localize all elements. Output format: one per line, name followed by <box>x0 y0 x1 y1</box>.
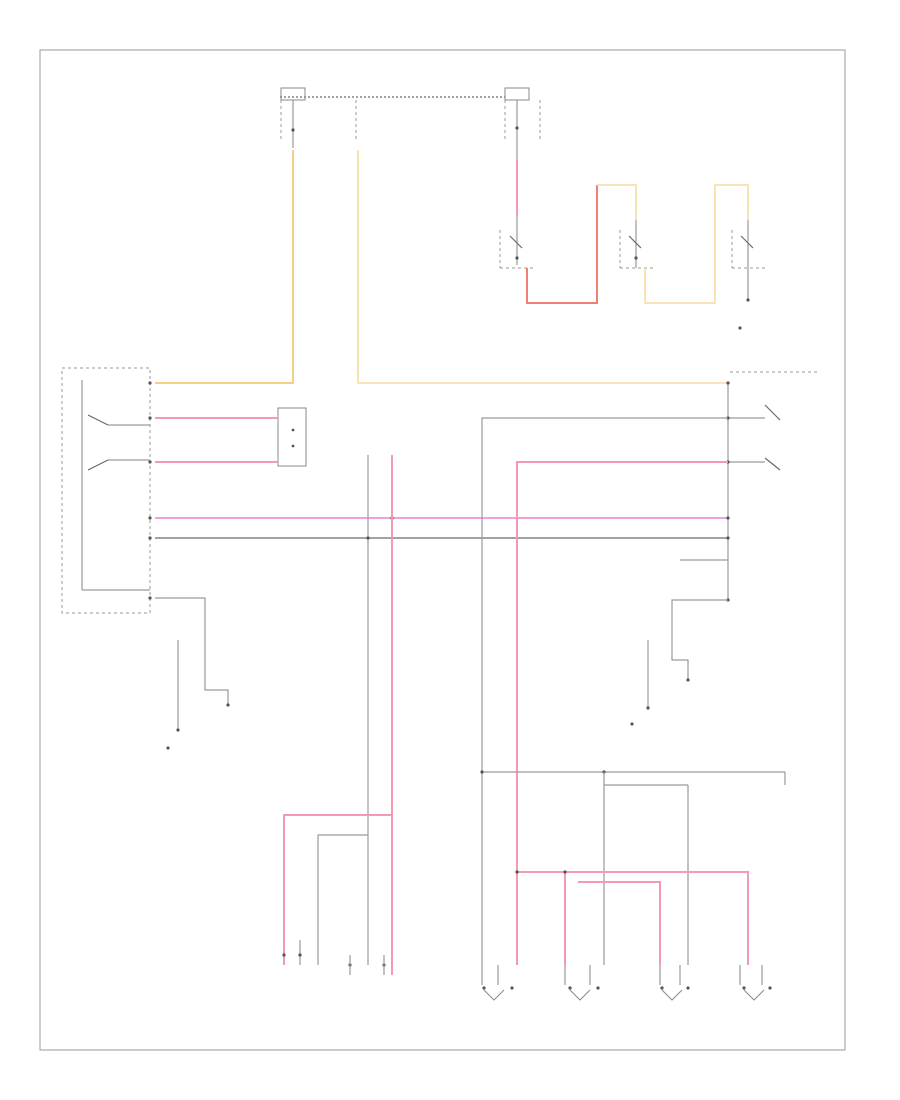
ground-lead-right <box>630 599 728 726</box>
wire-yellow-loop-2 <box>644 184 749 304</box>
splice-node-left <box>515 870 519 874</box>
door-lock-actuator-1 <box>481 965 514 1001</box>
fuse-top-center <box>504 87 541 160</box>
wire-pink-splice <box>517 871 566 965</box>
splice-node-right <box>563 870 567 874</box>
ground-lead-left <box>155 597 230 750</box>
passenger-door-lock-switch <box>680 371 820 602</box>
door-switch-center <box>619 220 655 269</box>
wire-pink-splice-right <box>565 871 749 965</box>
wire-red-bottom <box>526 185 598 304</box>
wire-yellow-right <box>357 150 730 384</box>
lock-relay-left <box>277 407 307 467</box>
wire-yellow-loop-1 <box>597 184 637 220</box>
wire-pink-right-run <box>516 461 728 965</box>
door-switch-right <box>731 220 765 330</box>
door-switch-left <box>499 160 535 269</box>
wire-gray-right-run <box>481 417 728 965</box>
diagram-frame <box>39 49 846 1051</box>
door-lock-actuator-4 <box>739 965 772 1001</box>
door-lock-actuator-3 <box>659 965 690 1001</box>
wire-pink-splice-mid <box>578 881 661 965</box>
driver-door-lock-switch <box>61 367 152 614</box>
door-lock-actuator-2 <box>564 965 600 1001</box>
wire-yellow-left <box>155 150 294 384</box>
rear-actuator-left <box>282 814 392 975</box>
fuse-top-left <box>280 87 505 148</box>
junction-connector <box>366 455 394 965</box>
splice-center <box>480 770 786 965</box>
